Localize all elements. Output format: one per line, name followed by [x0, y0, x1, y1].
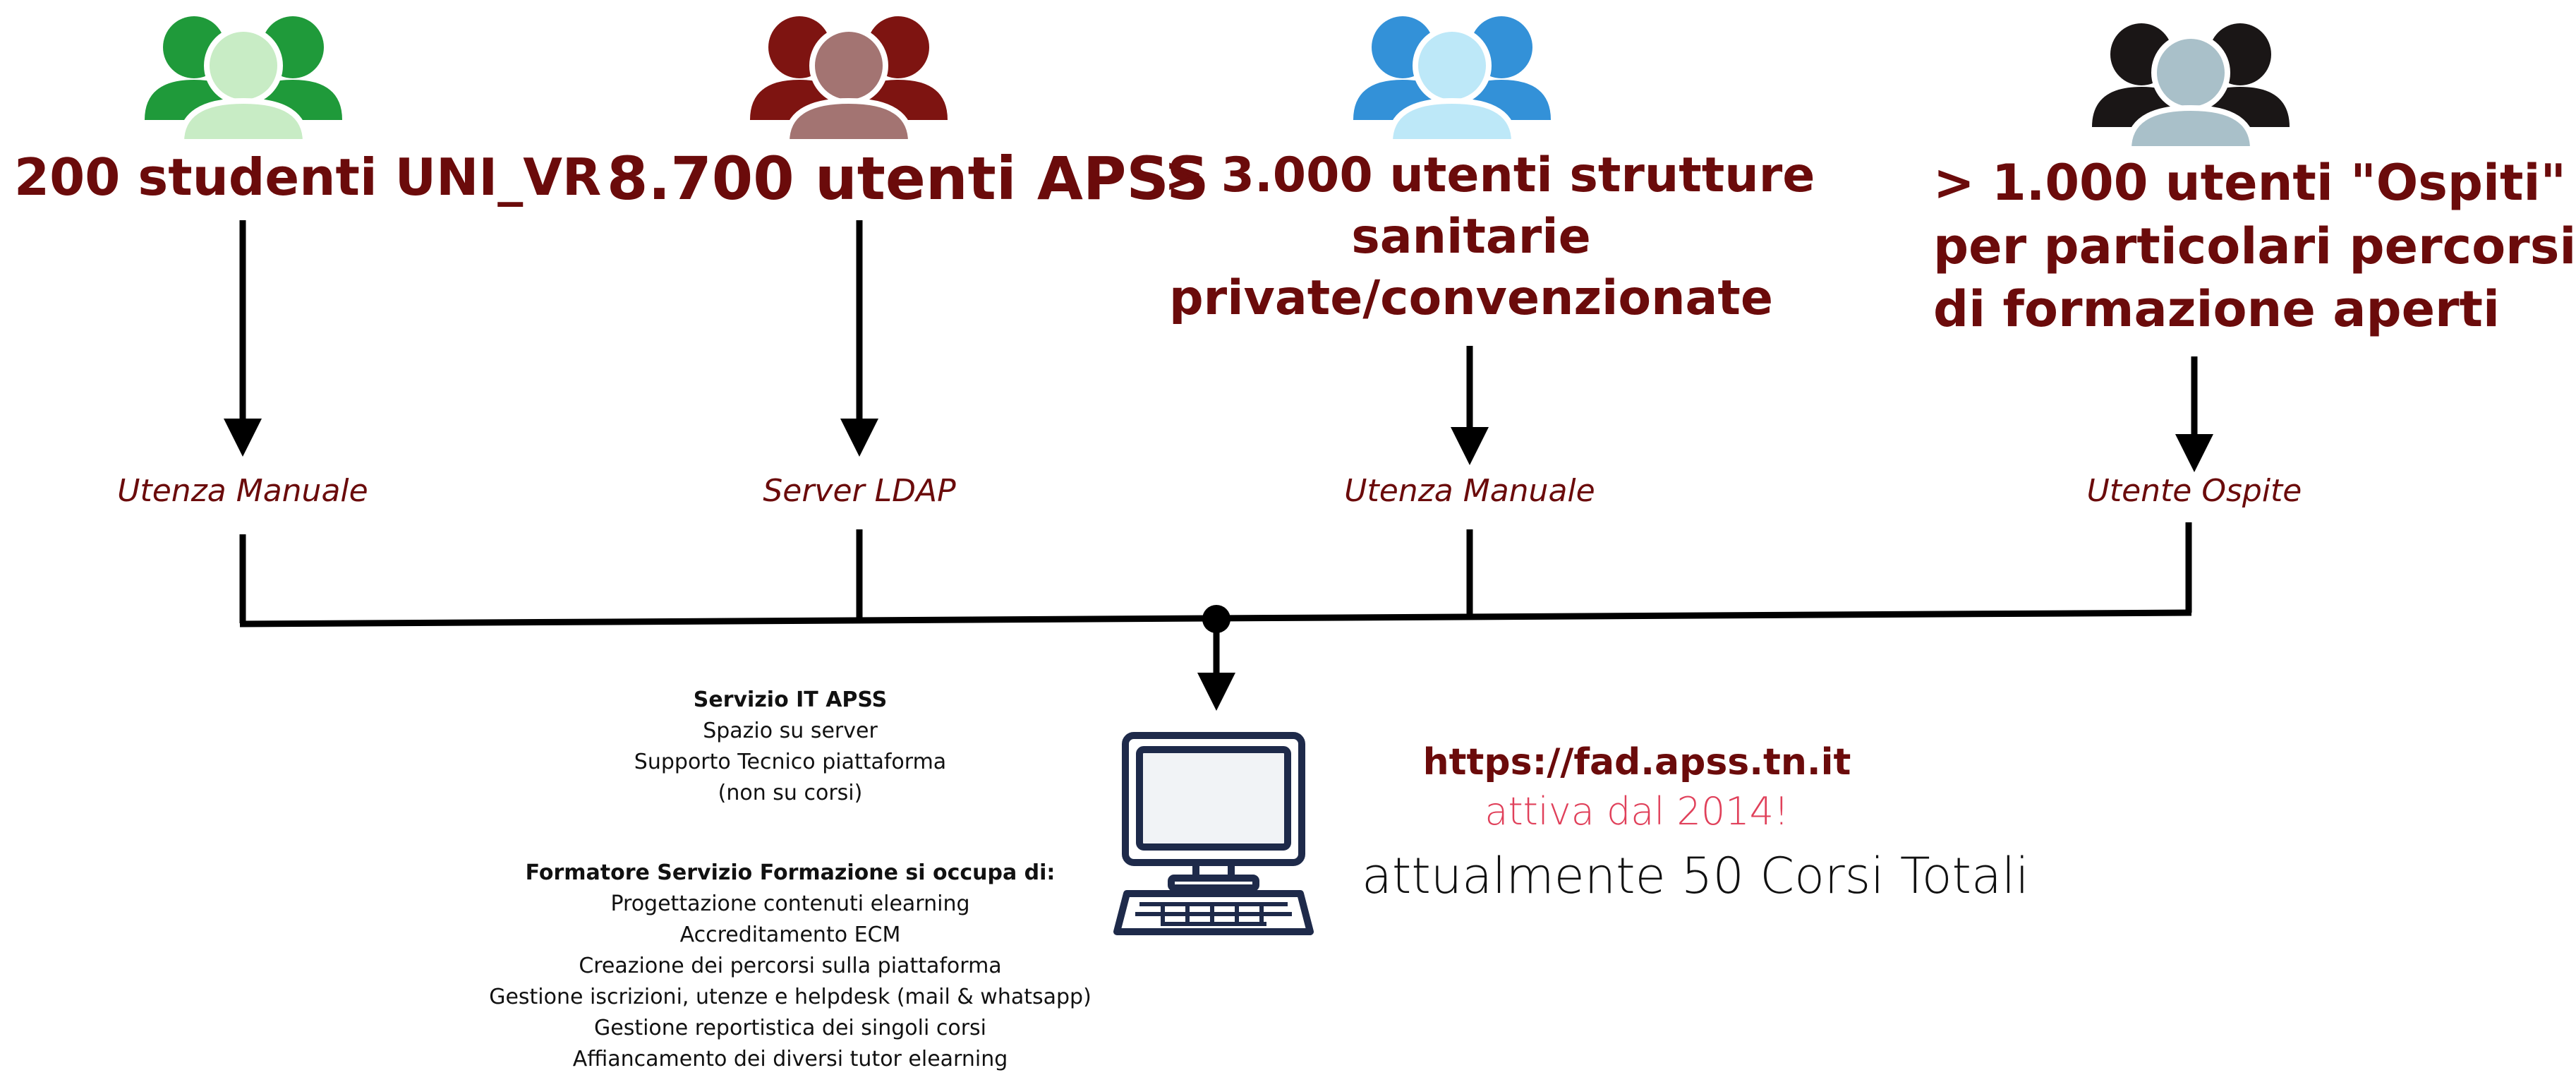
group-title-uni-vr: 200 studenti UNI_VR	[14, 148, 602, 207]
group-title-guests: > 1.000 utenti "Ospiti" per particolari …	[1933, 154, 2576, 339]
platform-since: attiva dal 2014!	[1484, 789, 1789, 834]
trainer-heading: Formatore Servizio Formazione si occupa …	[525, 860, 1056, 885]
trainer-task: Progettazione contenuti elearning	[610, 891, 970, 916]
trainer-task: Gestione reportistica dei singoli corsi	[594, 1016, 986, 1040]
users-group-icon	[750, 16, 948, 145]
it-service-notes: Servizio IT APSS Spazio su server Suppor…	[466, 685, 1115, 809]
users-group-icon	[145, 16, 342, 145]
it-service-heading: Servizio IT APSS	[693, 687, 888, 712]
it-service-line: (non su corsi)	[718, 781, 863, 805]
group-title-private: > 3.000 utenti strutture sanitarie priva…	[1164, 148, 1815, 327]
trainer-task: Gestione iscrizioni, utenze e helpdesk (…	[489, 985, 1092, 1009]
group-title-apss: 8.700 utenti APSS	[607, 144, 1209, 213]
access-label-guests: Utente Ospite	[2086, 473, 2302, 509]
platform-total-courses: attualmente 50 Corsi Totali	[1362, 847, 2029, 905]
access-label-apss: Server LDAP	[763, 473, 956, 509]
computer-icon	[1113, 732, 1314, 935]
it-service-line: Spazio su server	[703, 719, 878, 743]
trainer-notes: Formatore Servizio Formazione si occupa …	[466, 858, 1115, 1075]
trainer-task: Creazione dei percorsi sulla piattaforma	[579, 954, 1002, 978]
junction-dot	[1202, 605, 1230, 633]
trainer-task: Affiancamento dei diversi tutor elearnin…	[572, 1047, 1008, 1071]
connector-lines	[224, 220, 2213, 711]
users-group-icon	[1353, 16, 1551, 145]
access-label-private: Utenza Manuale	[1344, 473, 1595, 509]
users-group-icon	[2092, 23, 2290, 152]
it-service-line: Supporto Tecnico piattaforma	[634, 750, 947, 774]
platform-url[interactable]: https://fad.apss.tn.it	[1422, 741, 1851, 783]
trainer-task: Accreditamento ECM	[679, 923, 901, 947]
access-label-uni-vr: Utenza Manuale	[117, 473, 368, 509]
